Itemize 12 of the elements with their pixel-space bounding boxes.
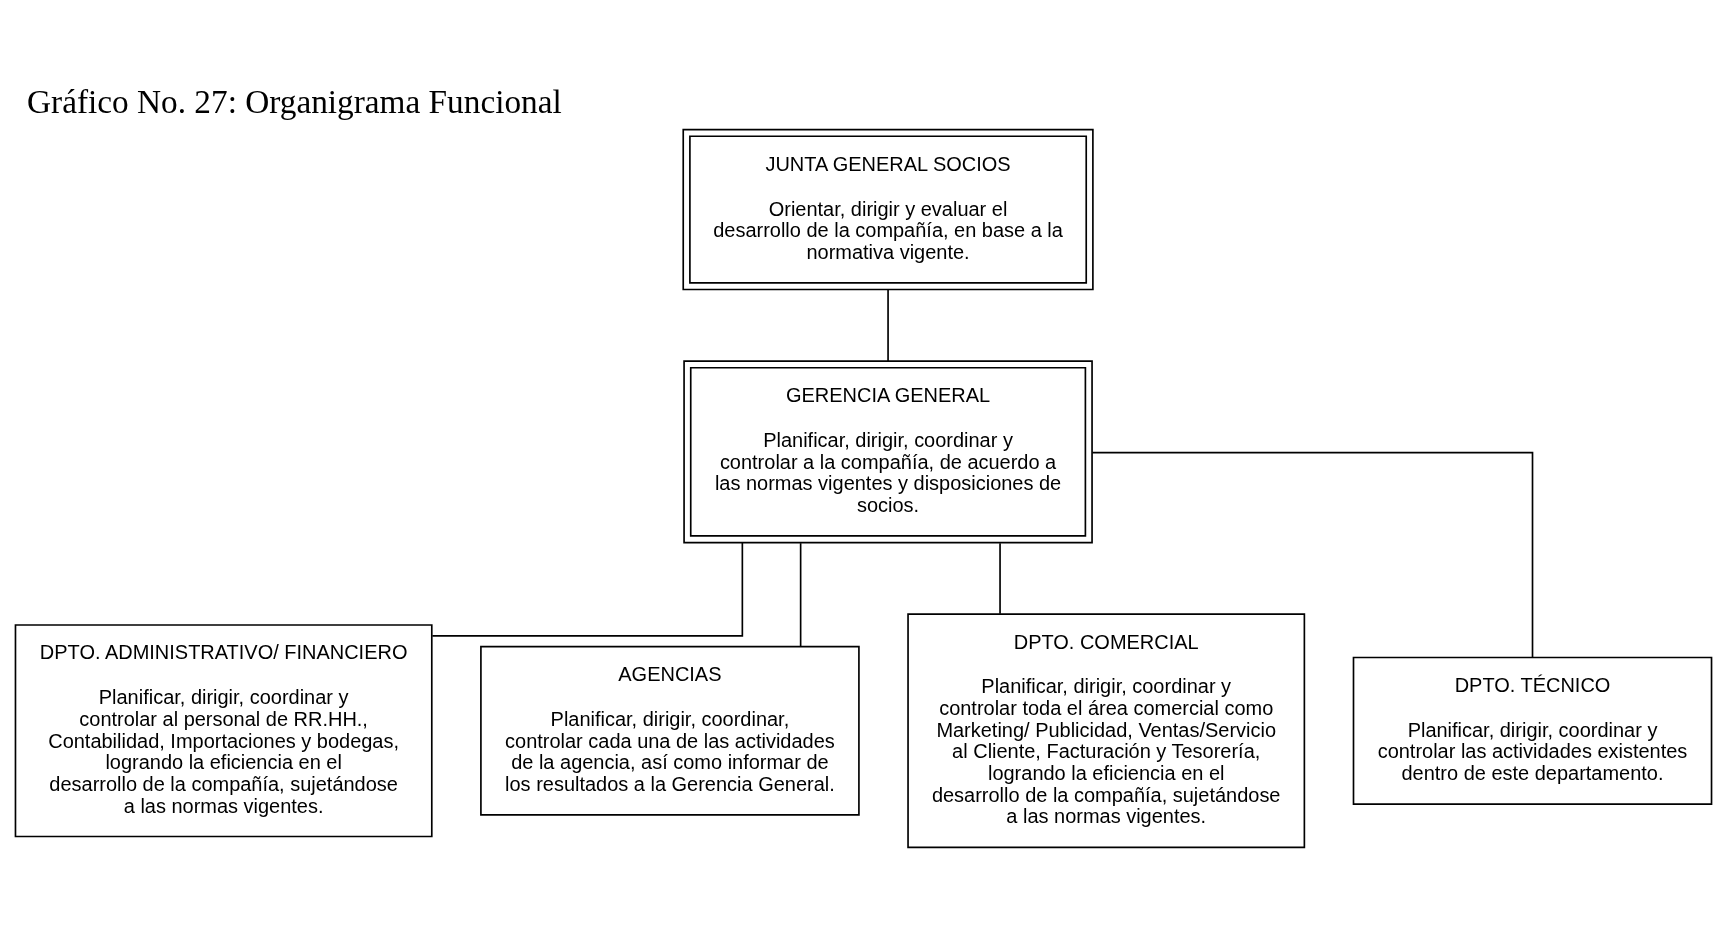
node-box: AGENCIAS Planificar, dirigir, coordinar, controlar cada una de las actividades de la agencia, así como informar de los resultados a la Gerencia General.	[480, 645, 860, 816]
connector	[431, 541, 744, 637]
node-box: JUNTA GENERAL SOCIOS Orientar, dirigir y evaluar el desarrollo de la compañía, en base a la normativa vigente.	[682, 128, 1094, 291]
node-box: DPTO. ADMINISTRATIVO/ FINANCIERO Planificar, dirigir, coordinar y controlar al personal de RR.HH., Contabilidad, Importaciones y bodegas, logrando la eficiencia en el desarrollo de la compañía, sujetándose a las normas vigentes.	[14, 624, 433, 838]
node-box: DPTO. COMERCIAL Planificar, dirigir, coordinar y controlar toda el área comercial como Marketing/ Publicidad, Ventas/Servicio al Cliente, Facturación y Tesorería, logrando la eficiencia en el desarrollo de la compañía, sujetándose a las normas vigentes.	[907, 613, 1306, 849]
connector	[887, 288, 889, 362]
connector	[1091, 451, 1534, 658]
connector	[799, 542, 802, 648]
node-box: DPTO. TÉCNICO Planificar, dirigir, coordinar y controlar las actividades existentes dentro de este departamento.	[1352, 656, 1713, 805]
connector	[999, 542, 1001, 615]
diagram-title: Gráfico No. 27: Organigrama Funcional	[27, 82, 562, 120]
node-box: GERENCIA GENERAL Planificar, dirigir, coordinar y controlar a la compañía, de acuerdo a las normas vigentes y disposiciones de socios.	[683, 360, 1093, 544]
